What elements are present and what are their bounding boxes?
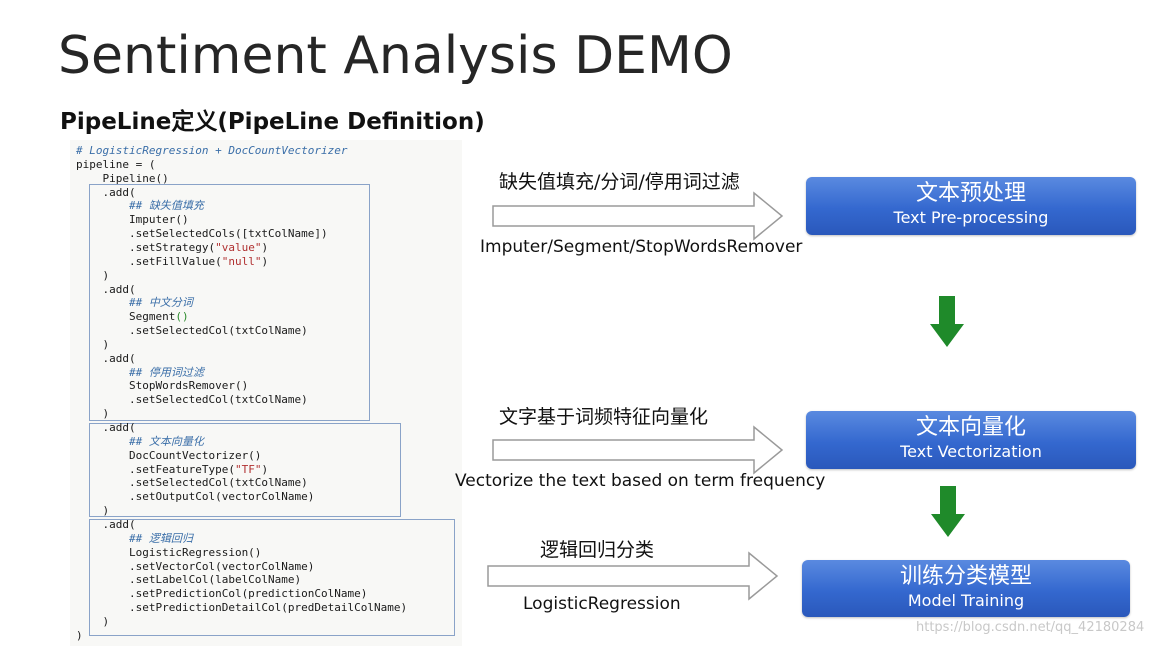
code-line: Segment() [76, 310, 189, 324]
code-line: pipeline = ( [76, 157, 156, 171]
step2-label-cn: 文字基于词频特征向量化 [499, 406, 709, 428]
code-line: .setFillValue("null") [76, 254, 269, 268]
slide-title: Sentiment Analysis DEMO [58, 26, 733, 86]
step3-box-model-training: 训练分类模型 Model Training [802, 560, 1130, 617]
step3-box-title-cn: 训练分类模型 [899, 564, 1032, 589]
code-group-preprocessing [89, 184, 370, 421]
step1-label-cn: 缺失值填充/分词/停用词过滤 [499, 171, 740, 193]
step3-label-cn: 逻辑回归分类 [540, 539, 655, 561]
code-line: .setPredictionDetailCol(predDetailColNam… [76, 601, 408, 615]
step2-box-title-en: Text Vectorization [900, 442, 1042, 461]
step2-flow-arrow-icon [492, 425, 784, 475]
code-line: LogisticRegression() [76, 545, 262, 559]
code-line: .setOutputCol(vectorColName) [76, 490, 315, 504]
step3-flow-arrow-icon [487, 551, 779, 601]
code-line: .setLabelCol(labelColName) [76, 573, 302, 587]
code-line: .add( [76, 351, 136, 365]
down-arrow-1-icon [930, 296, 964, 347]
pipeline-definition-subtitle: PipeLine定义(PipeLine Definition) [60, 109, 485, 135]
code-line: StopWordsRemover() [76, 379, 249, 393]
code-line: .add( [76, 185, 136, 199]
step2-box-title-cn: 文本向量化 [915, 415, 1026, 440]
code-group-training [89, 519, 455, 636]
code-line: .setSelectedCol(txtColName) [76, 476, 308, 490]
code-line: ) [76, 504, 110, 518]
code-line: .add( [76, 282, 136, 296]
code-line: Imputer() [76, 213, 189, 227]
code-comment-line: ## 停用词过滤 [76, 365, 204, 379]
step1-flow-arrow-icon [492, 191, 784, 241]
code-comment-line: # LogisticRegression + DocCountVectorize… [76, 144, 348, 157]
code-line: ) [76, 337, 110, 351]
step1-label-en: Imputer/Segment/StopWordsRemover [480, 237, 803, 257]
code-line: .setPredictionCol(predictionColName) [76, 587, 368, 601]
code-line: .setVectorCol(vectorColName) [76, 559, 315, 573]
step3-label-en: LogisticRegression [523, 594, 681, 614]
code-comment-line: ## 文本向量化 [76, 434, 204, 448]
down-arrow-2-icon [931, 486, 965, 537]
code-line: .add( [76, 421, 136, 434]
code-line: ) [76, 268, 110, 282]
step2-box-text-vectorization: 文本向量化 Text Vectorization [806, 411, 1136, 469]
code-line: Pipeline() [76, 171, 169, 185]
step1-box-title-en: Text Pre-processing [893, 208, 1049, 227]
step2-label-en: Vectorize the text based on term frequen… [455, 471, 826, 491]
code-line: .add( [76, 517, 136, 531]
code-comment-line: ## 缺失值填充 [76, 199, 204, 213]
step1-box-text-preprocessing: 文本预处理 Text Pre-processing [806, 177, 1136, 235]
code-line: .setStrategy("value") [76, 240, 269, 254]
code-line: ) [76, 407, 110, 421]
code-line: .setSelectedCols([txtColName]) [76, 227, 328, 241]
code-panel: # LogisticRegression + DocCountVectorize… [70, 140, 462, 646]
code-line: ) [76, 614, 110, 628]
watermark: https://blog.csdn.net/qq_42180284 [916, 620, 1145, 635]
code-comment-line: ## 逻辑回归 [76, 531, 193, 545]
code-line: .setSelectedCol(txtColName) [76, 324, 308, 338]
code-line: ) [76, 628, 83, 642]
code-line: DocCountVectorizer() [76, 448, 262, 462]
code-comment-line: ## 中文分词 [76, 296, 193, 310]
code-group-vectorization [89, 423, 401, 517]
step1-box-title-cn: 文本预处理 [915, 181, 1026, 206]
code-line: .setFeatureType("TF") [76, 462, 269, 476]
step3-box-title-en: Model Training [907, 591, 1025, 610]
code-line: .setSelectedCol(txtColName) [76, 393, 308, 407]
